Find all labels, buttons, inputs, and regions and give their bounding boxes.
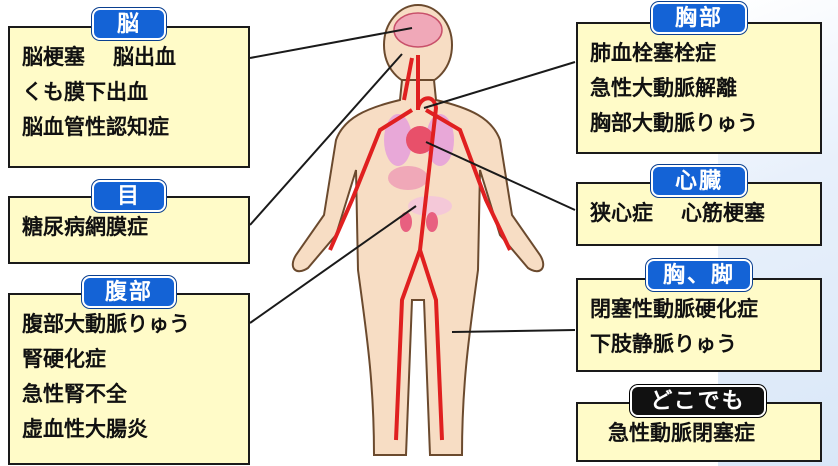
tag-anywhere: どこでも — [630, 385, 766, 417]
tag-chest: 胸部 — [651, 2, 747, 34]
disease-label: 腎硬化症 — [22, 347, 106, 371]
disease-label: 胸部大動脈りゅう — [590, 111, 758, 135]
abdomen-box: 腹部大動脈りゅう 腎硬化症 急性腎不全 虚血性大腸炎 — [8, 293, 250, 465]
tag-heart: 心臓 — [651, 165, 747, 197]
eye-box: 糖尿病網膜症 — [8, 196, 250, 264]
leader-lines — [249, 27, 576, 333]
chest-legs-box: 閉塞性動脈硬化症 下肢静脈りゅう — [576, 278, 822, 372]
disease-label: 閉塞性動脈硬化症 — [590, 297, 758, 321]
disease-label: 脳血管性認知症 — [22, 115, 169, 139]
arteries — [328, 55, 512, 441]
disease-label: 腹部大動脈りゅう — [22, 312, 190, 336]
disease-label: 肺血栓塞栓症 — [590, 41, 716, 65]
disease-label: 下肢静脈りゅう — [590, 332, 737, 356]
tag-abdomen: 腹部 — [82, 276, 176, 308]
disease-label: 糖尿病網膜症 — [22, 215, 148, 239]
disease-label: 急性大動脈解離 — [590, 76, 737, 100]
heart-box: 狭心症 心筋梗塞 — [576, 182, 822, 246]
disease-label: 急性腎不全 — [22, 382, 127, 406]
disease-label: 虚血性大腸炎 — [22, 417, 148, 441]
disease-label: 脳出血 — [113, 45, 176, 69]
brain-box: 脳梗塞 脳出血 くも膜下出血 脳血管性認知症 — [8, 26, 250, 168]
tag-brain: 脳 — [92, 8, 166, 40]
disease-label: くも膜下出血 — [22, 80, 148, 104]
disease-label: 狭心症 — [590, 201, 653, 225]
chest-box: 肺血栓塞栓症 急性大動脈解離 胸部大動脈りゅう — [576, 22, 822, 154]
tag-chest-legs: 胸、脚 — [646, 259, 752, 291]
disease-label: 脳梗塞 — [22, 45, 85, 69]
tag-eye: 目 — [92, 180, 166, 212]
disease-label: 心筋梗塞 — [681, 201, 765, 225]
disease-label: 急性動脈閉塞症 — [608, 421, 755, 445]
